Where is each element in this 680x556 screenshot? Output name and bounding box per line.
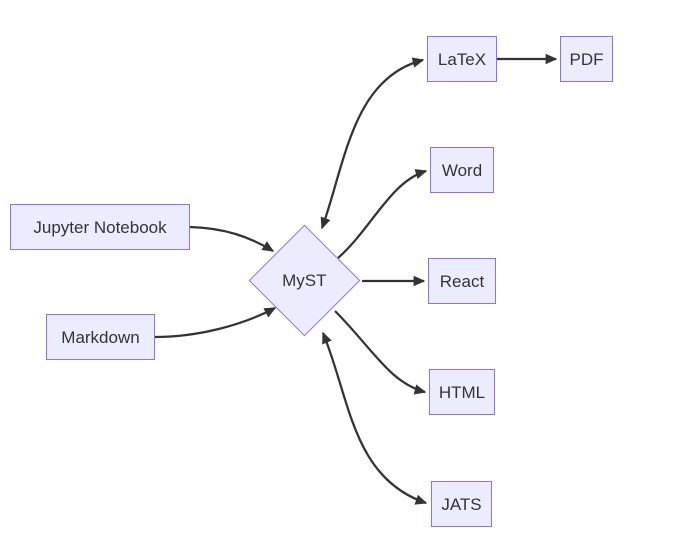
node-markdown-label: Markdown	[61, 327, 140, 347]
node-latex-label: LaTeX	[437, 49, 487, 69]
node-markdown: Markdown	[46, 314, 155, 360]
node-word-label: Word	[441, 160, 483, 180]
node-jats-label: JATS	[441, 494, 482, 514]
node-html-label: HTML	[438, 382, 486, 402]
node-latex: LaTeX	[427, 36, 497, 82]
edge-myst-to-html	[334, 310, 427, 395]
edge-myst-latex-bidirectional	[320, 57, 425, 230]
node-word: Word	[430, 147, 494, 193]
edge-myst-to-word	[337, 169, 428, 259]
node-html: HTML	[429, 369, 495, 415]
node-react: React	[428, 258, 496, 304]
node-jats: JATS	[431, 481, 492, 527]
node-pdf-label: PDF	[569, 49, 604, 69]
edge-markdown-to-myst	[154, 307, 277, 339]
edge-jupyter-to-myst	[189, 225, 275, 252]
node-pdf: PDF	[560, 36, 613, 82]
node-jupyter-notebook: Jupyter Notebook	[10, 204, 190, 250]
node-jupyter-notebook-label: Jupyter Notebook	[33, 217, 167, 237]
edge-myst-jats-bidirectional	[321, 331, 428, 505]
node-react-label: React	[439, 271, 485, 291]
node-myst-label: MyST	[282, 270, 327, 290]
